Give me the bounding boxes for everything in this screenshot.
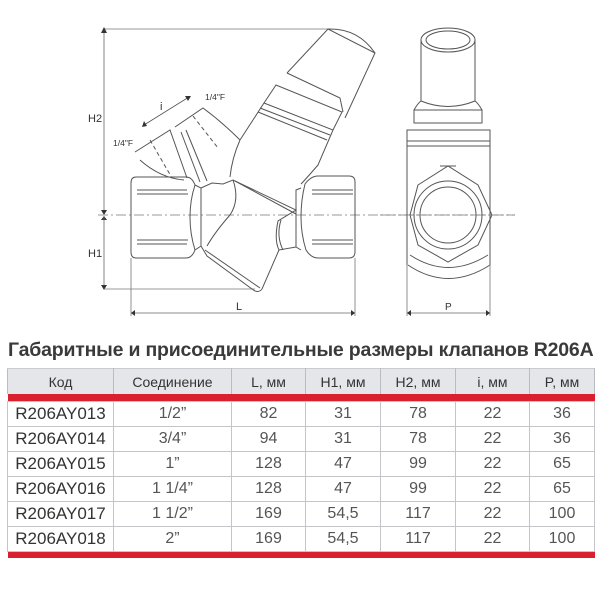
cell-p: 36 bbox=[529, 401, 595, 427]
cell-i: 22 bbox=[455, 501, 530, 527]
cell-h1: 31 bbox=[305, 401, 381, 427]
cell-l: 94 bbox=[231, 426, 306, 452]
cell-connection: 3/4” bbox=[113, 426, 232, 452]
column-header-h1: H1, мм bbox=[305, 368, 381, 394]
cell-h2: 117 bbox=[380, 501, 456, 527]
cell-i: 22 bbox=[455, 451, 530, 477]
cell-h2: 99 bbox=[380, 476, 456, 502]
column-header-i: i, мм bbox=[455, 368, 530, 394]
cell-l: 128 bbox=[231, 476, 306, 502]
cell-h1: 47 bbox=[305, 476, 381, 502]
cell-connection: 1 1/2” bbox=[113, 501, 232, 527]
header-accent-bar bbox=[7, 394, 595, 402]
h1-label: H1 bbox=[88, 248, 102, 260]
table-row: R206AY016 1 1/4” 128 47 99 22 65 bbox=[7, 476, 595, 502]
cell-i: 22 bbox=[455, 401, 530, 427]
cell-code: R206AY016 bbox=[7, 476, 114, 502]
cell-p: 65 bbox=[529, 476, 595, 502]
technical-drawing: H2 H1 L i 1/4"F 1/4"F P bbox=[88, 27, 515, 316]
cell-connection: 1” bbox=[113, 451, 232, 477]
column-header-l: L, мм bbox=[231, 368, 306, 394]
cell-l: 82 bbox=[231, 401, 306, 427]
table-row: R206AY015 1” 128 47 99 22 65 bbox=[7, 451, 595, 477]
dimensions-table: Код Соединение L, мм H1, мм H2, мм i, мм… bbox=[7, 368, 595, 558]
cell-i: 22 bbox=[455, 526, 530, 552]
table-row: R206AY013 1/2” 82 31 78 22 36 bbox=[7, 401, 595, 427]
front-view bbox=[380, 27, 515, 316]
cell-i: 22 bbox=[455, 476, 530, 502]
cell-l: 169 bbox=[231, 501, 306, 527]
table-header-row: Код Соединение L, мм H1, мм H2, мм i, мм… bbox=[7, 368, 595, 394]
side-view bbox=[98, 27, 515, 316]
cell-h2: 117 bbox=[380, 526, 456, 552]
column-header-p: P, мм bbox=[529, 368, 595, 394]
cell-code: R206AY013 bbox=[7, 401, 114, 427]
cell-code: R206AY017 bbox=[7, 501, 114, 527]
p-label: P bbox=[445, 302, 452, 313]
h2-label: H2 bbox=[88, 113, 102, 125]
valve-drawing-svg: H2 H1 L i 1/4"F 1/4"F P bbox=[88, 27, 515, 316]
cell-h1: 31 bbox=[305, 426, 381, 452]
cell-h2: 78 bbox=[380, 426, 456, 452]
port-right-label: 1/4"F bbox=[205, 92, 225, 102]
cell-h1: 54,5 bbox=[305, 526, 381, 552]
cell-h1: 54,5 bbox=[305, 501, 381, 527]
i-label: i bbox=[160, 101, 162, 113]
cell-h1: 47 bbox=[305, 451, 381, 477]
l-label: L bbox=[236, 301, 242, 313]
port-left-label: 1/4"F bbox=[113, 138, 133, 148]
cell-connection: 1 1/4” bbox=[113, 476, 232, 502]
column-header-connection: Соединение bbox=[113, 368, 232, 394]
cell-p: 100 bbox=[529, 526, 595, 552]
cell-h2: 78 bbox=[380, 401, 456, 427]
column-header-h2: H2, мм bbox=[380, 368, 456, 394]
cell-code: R206AY018 bbox=[7, 526, 114, 552]
cell-code: R206AY014 bbox=[7, 426, 114, 452]
cell-p: 36 bbox=[529, 426, 595, 452]
table-row: R206AY017 1 1/2” 169 54,5 117 22 100 bbox=[7, 501, 595, 527]
footer-accent-bar bbox=[7, 551, 595, 558]
table-title: Габаритные и присоединительные размеры к… bbox=[8, 339, 594, 361]
cell-l: 169 bbox=[231, 526, 306, 552]
cell-p: 100 bbox=[529, 501, 595, 527]
column-header-code: Код bbox=[7, 368, 114, 394]
table-row: R206AY018 2” 169 54,5 117 22 100 bbox=[7, 526, 595, 552]
cell-i: 22 bbox=[455, 426, 530, 452]
table-row: R206AY014 3/4” 94 31 78 22 36 bbox=[7, 426, 595, 452]
cell-code: R206AY015 bbox=[7, 451, 114, 477]
cell-h2: 99 bbox=[380, 451, 456, 477]
cell-connection: 2” bbox=[113, 526, 232, 552]
cell-l: 128 bbox=[231, 451, 306, 477]
cell-connection: 1/2” bbox=[113, 401, 232, 427]
cell-p: 65 bbox=[529, 451, 595, 477]
